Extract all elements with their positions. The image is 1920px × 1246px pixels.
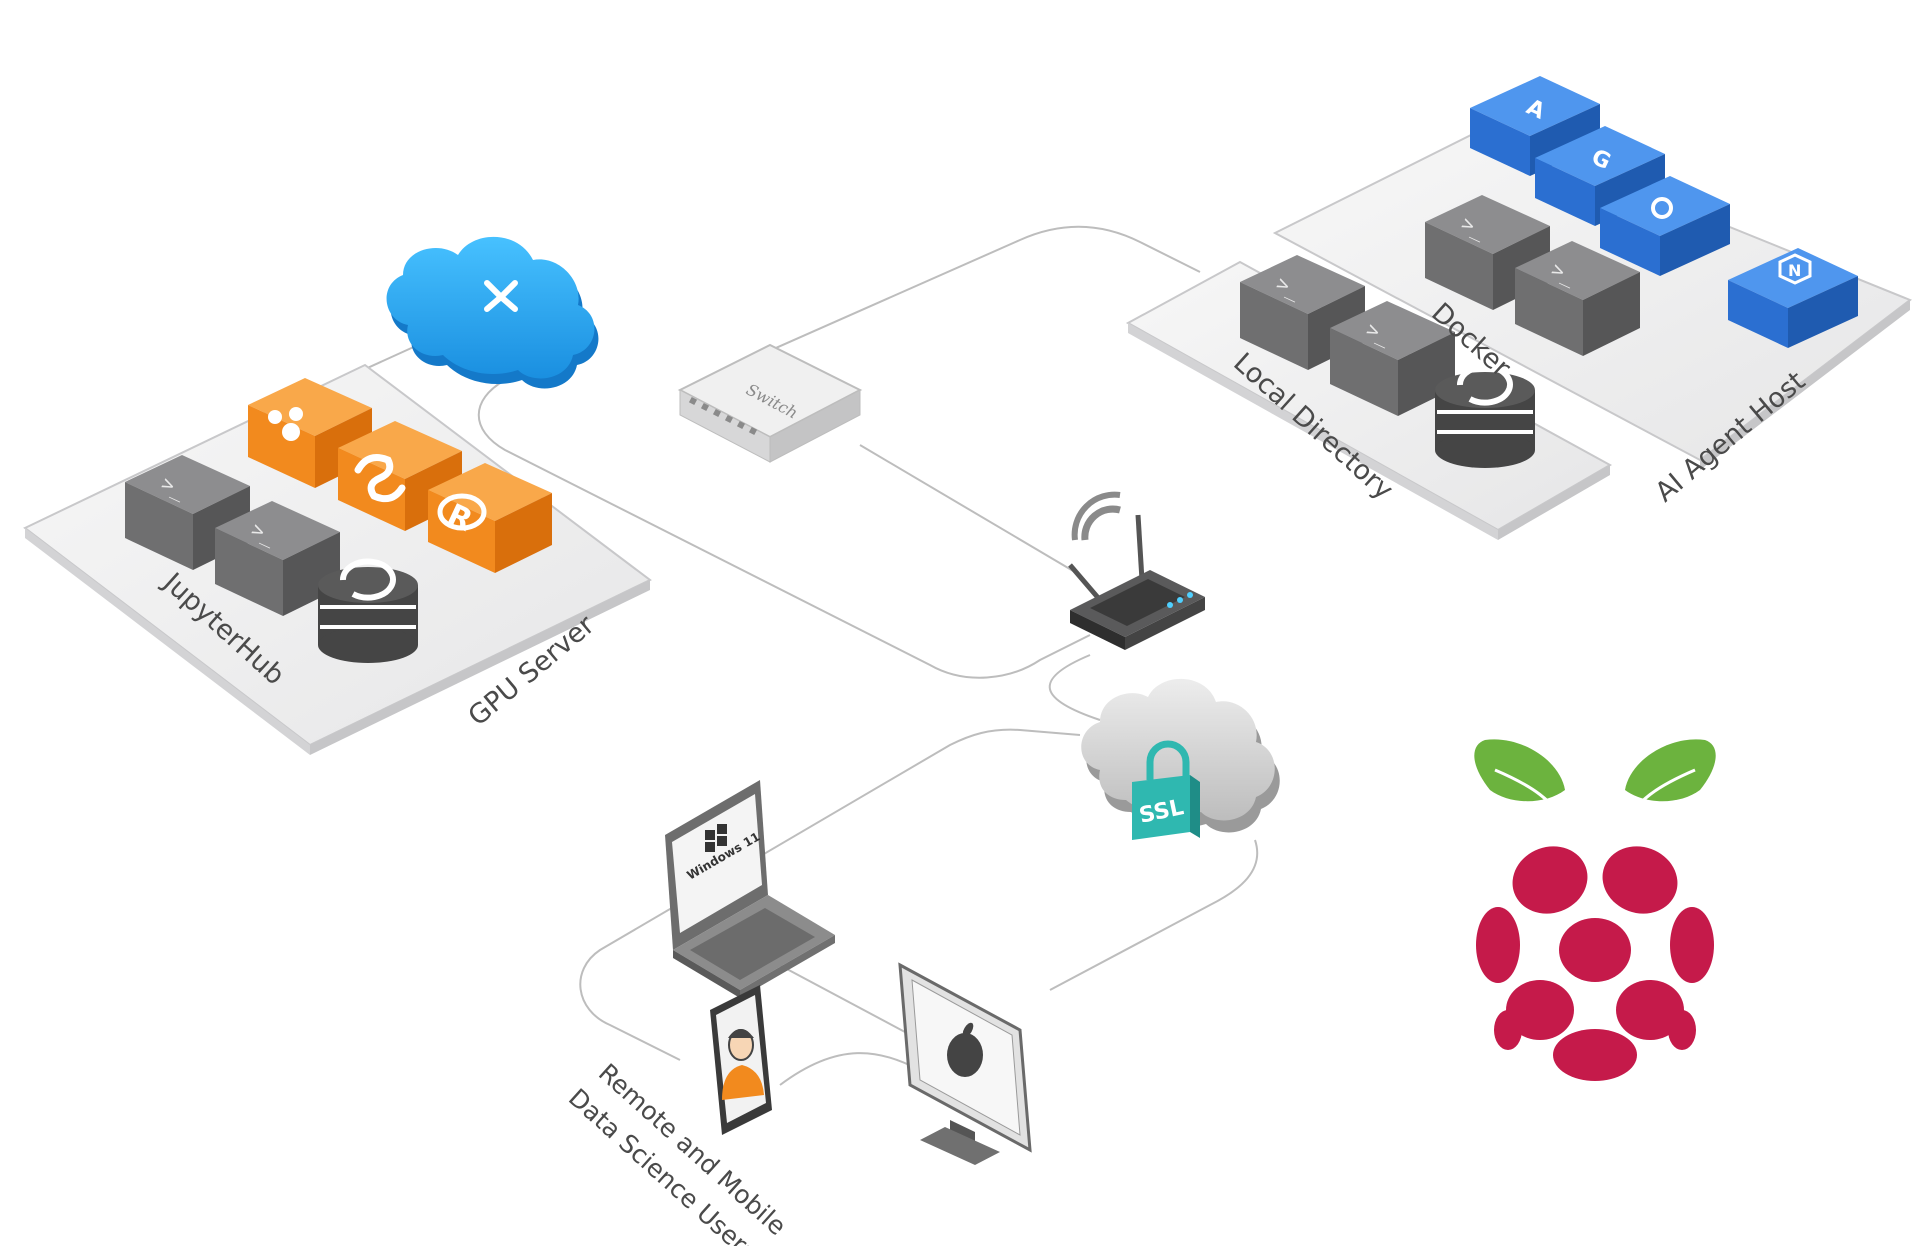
phone-user-icon — [710, 985, 772, 1135]
anaconda-icon — [268, 407, 303, 441]
svg-text:N: N — [1788, 261, 1801, 280]
gpu-server-box-2: >_ — [215, 501, 340, 616]
database-sync-icon — [318, 558, 418, 663]
container-3 — [1600, 176, 1730, 276]
line-router-to-ssl — [1048, 654, 1101, 721]
line-laptop-to-imac — [769, 959, 921, 1041]
right-leaf — [1625, 739, 1716, 802]
line-cloud-to-router — [477, 379, 1091, 679]
anaconda-box — [248, 378, 372, 488]
user-body — [722, 1065, 764, 1100]
database-sync-icon — [1435, 363, 1535, 468]
container-4: N — [1728, 248, 1858, 348]
laptop-icon: Windows 11 — [665, 780, 835, 998]
switch-icon: Switch — [677, 343, 863, 463]
line-switch-to-router — [859, 444, 1081, 576]
gpu-server-group: R >_ >_ JupyterHub GPU Server — [23, 363, 652, 755]
ssl-cloud-icon: SSL — [1081, 678, 1280, 840]
left-leaf — [1474, 739, 1565, 802]
r-box: R — [428, 463, 552, 573]
apple-logo-icon — [947, 1022, 983, 1077]
docker-server-box-1: >_ — [1425, 195, 1550, 310]
line-switch-to-host — [759, 225, 1201, 356]
connection-lines — [329, 225, 1259, 1086]
ai-agent-host-group: >_ >_ A G — [1272, 76, 1913, 508]
docker-server-box-2: >_ — [1515, 241, 1640, 356]
imac-icon — [898, 962, 1032, 1165]
python-icon — [354, 454, 406, 503]
cloud-vpn-icon — [386, 236, 599, 389]
line-ssl-to-clients — [579, 728, 1081, 1061]
raspberry-pi-logo — [1474, 739, 1716, 1081]
wifi-router-icon — [1068, 491, 1205, 650]
line-phone-to-imac — [779, 1052, 921, 1086]
line-ssl-to-imac — [1049, 839, 1259, 991]
